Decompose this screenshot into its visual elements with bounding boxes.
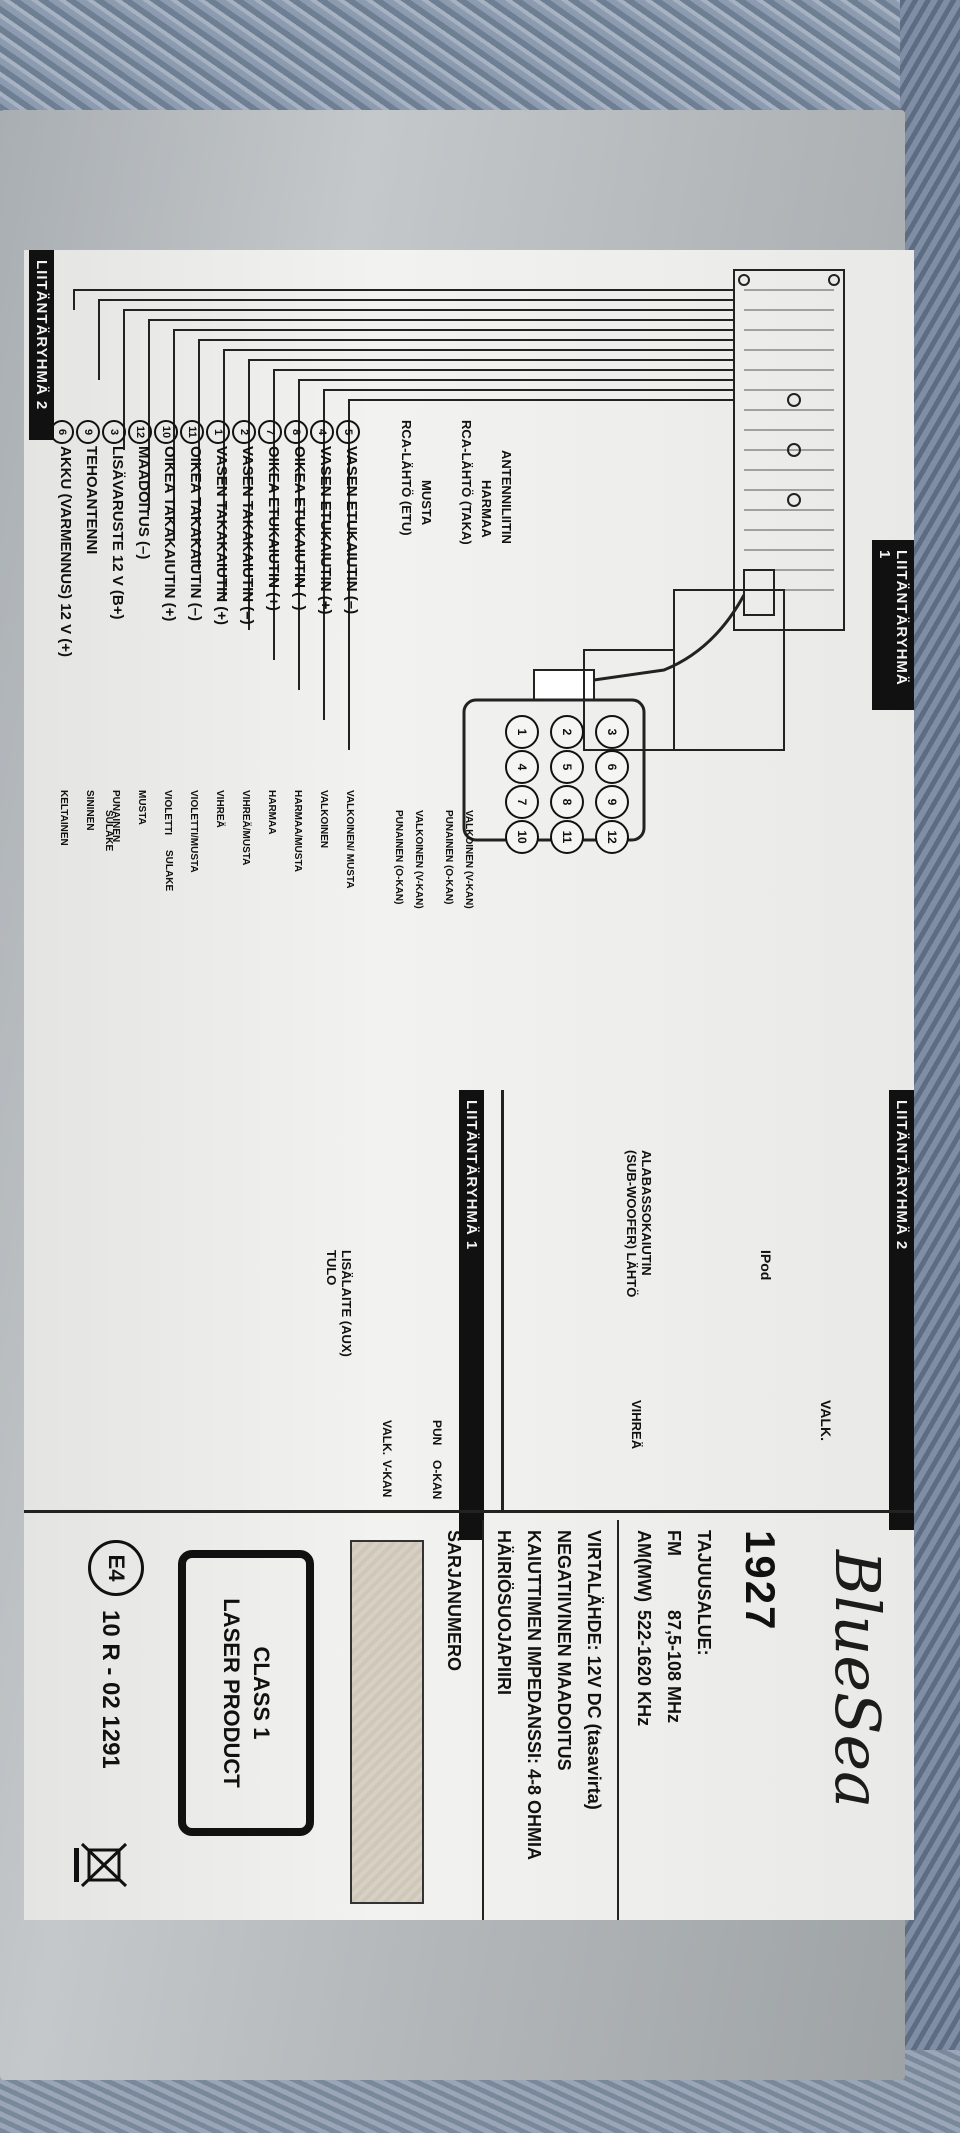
- pin-8: 8: [550, 785, 584, 819]
- wiring-label-sticker: LIITÄNTÄRYHMÄ 2 LIITÄNTÄRYHMÄ 1 LIITÄNTÄ…: [24, 250, 914, 1920]
- subwoofer-label: ALABASSOKAIUTIN (SUB-WOOFER) LÄHTÖ: [624, 1150, 654, 1298]
- wire-5-number: 10: [154, 420, 178, 444]
- mid-divider: [501, 1090, 504, 1510]
- wire-2-label: TEHOANTENNI: [83, 446, 100, 555]
- brand-logo: BlueSea: [821, 1550, 894, 1809]
- fm-range: 87,5-108 MHz: [664, 1610, 684, 1724]
- wire-9-label: OIKEA ETUKAIUTIN (+): [265, 446, 282, 611]
- rca-front-label: RCA-LÄHTÖ (ETU): [399, 420, 414, 536]
- wire-8-color: VIHREÄ/MUSTA: [240, 790, 251, 866]
- wire-7-color: VIHREÄ: [214, 790, 225, 828]
- wire-7-number: 1: [206, 420, 230, 444]
- wire-5-label: OIKEA TAKAKAIUTIN (+): [161, 446, 178, 622]
- ground-spec: NEGATIIVINEN MAADOITUS: [554, 1530, 574, 1771]
- ipod-label: IPod: [758, 1250, 774, 1281]
- group2-header-mid: LIITÄNTÄRYHMÄ 2: [889, 1090, 914, 1530]
- wire-11-label: VASEN ETUKAIUTIN (+): [317, 446, 334, 615]
- wire-7-label: VASEN TAKAKAIUTIN (+): [213, 446, 230, 626]
- weee-bin-icon: [74, 1842, 128, 1888]
- serial-number-box: [350, 1540, 424, 1904]
- wire-9-color: HARMAA: [266, 790, 277, 835]
- wire-6-color: VIOLETTI/MUSTA: [188, 790, 199, 873]
- pin-4: 4: [505, 750, 539, 784]
- fabric-background-top: [0, 0, 960, 130]
- pin-11: 11: [550, 820, 584, 854]
- ipod-color: VALK.: [818, 1400, 834, 1441]
- wire-9-number: 7: [258, 420, 282, 444]
- rca-plug-4: VALKOINEN (V-KAN): [463, 810, 474, 909]
- wire-3-number: 3: [102, 420, 126, 444]
- am-label: AM(MW): [634, 1530, 654, 1602]
- rca-rear-color: HARMAA: [479, 480, 494, 538]
- pin-1: 1: [505, 715, 539, 749]
- wire-8-number: 2: [232, 420, 256, 444]
- serial-label: SARJANUMERO: [444, 1530, 464, 1672]
- wire-4-number: 12: [128, 420, 152, 444]
- wire-5-color: VIOLETTI: [162, 790, 173, 835]
- spec-divider-2: [482, 1520, 484, 1920]
- head-unit-drawing: [733, 269, 845, 631]
- group1-header-mid: LIITÄNTÄRYHMÄ 1: [459, 1090, 484, 1540]
- wire-8-label: VASEN TAKAKAIUTIN (–): [239, 446, 256, 625]
- pin-3: 3: [595, 715, 629, 749]
- wire-12-number: 5: [336, 420, 360, 444]
- fuse-label-2: SULAKE: [163, 850, 174, 892]
- wire-11-color: VALKOINEN: [318, 790, 329, 849]
- am-range: 522-1620 KHz: [634, 1610, 654, 1727]
- model-number: 1927: [737, 1530, 784, 1632]
- wire-6-label: OIKEA TAKAKAIUTIN (–): [187, 446, 204, 621]
- aux-pun: PUN: [430, 1420, 444, 1446]
- wire-12-color: VALKOINEN/ MUSTA: [344, 790, 355, 889]
- rotated-label-content: LIITÄNTÄRYHMÄ 2 LIITÄNTÄRYHMÄ 1 LIITÄNTÄ…: [24, 250, 914, 1920]
- band-title: TAJUUSALUE:: [694, 1530, 714, 1656]
- wire-4-color: MUSTA: [136, 790, 147, 825]
- pin-10: 10: [505, 820, 539, 854]
- wire-12-label: VASEN ETUKAIUTIN (–): [343, 446, 360, 615]
- fm-label: FM: [664, 1530, 684, 1556]
- wire-2-color: SININEN: [84, 790, 95, 831]
- pin-2: 2: [550, 715, 584, 749]
- aux-okan: O-KAN: [430, 1460, 444, 1500]
- power-spec: VIRTALÄHDE: 12V DC (tasavirta): [584, 1530, 604, 1810]
- laser-line2: LASER PRODUCT: [219, 1598, 244, 1788]
- wire-10-color: HARMAA/MUSTA: [292, 790, 303, 873]
- approval-code: 10 R - 02 1291: [97, 1610, 124, 1769]
- wire-1-number: 6: [50, 420, 74, 444]
- aux-label: LISÄLAITE (AUX) TULO: [324, 1250, 354, 1357]
- pin-7: 7: [505, 785, 539, 819]
- antenna-cable: [593, 594, 746, 682]
- spec-divider: [617, 1520, 619, 1920]
- rca-plug-1: PUNAINEN (O-KAN): [393, 810, 404, 905]
- wire-2-number: 9: [76, 420, 100, 444]
- wire-10-number: 8: [284, 420, 308, 444]
- rca-rear-label: RCA-LÄHTÖ (TAKA): [459, 420, 474, 545]
- aux-valk: VALK.: [380, 1420, 394, 1456]
- suppression-spec: HÄIRIÖSUOJAPIIRI: [494, 1530, 514, 1696]
- fuse-label-1: SULAKE: [103, 810, 114, 852]
- aux-vkan: V-KAN: [380, 1460, 394, 1498]
- rca-plug-3: PUNAINEN (O-KAN): [443, 810, 454, 905]
- section-divider: [24, 1510, 914, 1513]
- wire-1-label: AKKU (VARMENNUS) 12 V (+): [57, 446, 74, 657]
- pin-12: 12: [595, 820, 629, 854]
- wire-1-color: KELTAINEN: [58, 790, 69, 846]
- rca-plug-2: VALKOINEN (V-KAN): [413, 810, 424, 909]
- laser-line1: CLASS 1: [249, 1646, 274, 1740]
- subwoofer-color: VIHREÄ: [629, 1400, 644, 1450]
- antenna-label: ANTENNILIITIN: [499, 450, 514, 544]
- wire-3-label: LISÄVARUSTE 12 V (B+): [109, 446, 126, 620]
- wiring-diagram-svg: [73, 269, 845, 842]
- wire-6-number: 11: [180, 420, 204, 444]
- wire-11-number: 4: [310, 420, 334, 444]
- wire-4-label: MAADOITUS (–): [135, 446, 152, 560]
- wire-harness: [73, 289, 734, 750]
- rca-front-color: MUSTA: [419, 480, 434, 526]
- pin-9: 9: [595, 785, 629, 819]
- pin-6: 6: [595, 750, 629, 784]
- pin-5: 5: [550, 750, 584, 784]
- wire-10-label: OIKEA ETUKAIUTIN (–): [291, 446, 308, 611]
- laser-class-box: CLASS 1 LASER PRODUCT: [178, 1550, 314, 1836]
- e4-approval-mark: E4: [88, 1540, 144, 1596]
- impedance-spec: KAIUTTIMEN IMPEDANSSI: 4-8 OHMIA: [524, 1530, 544, 1861]
